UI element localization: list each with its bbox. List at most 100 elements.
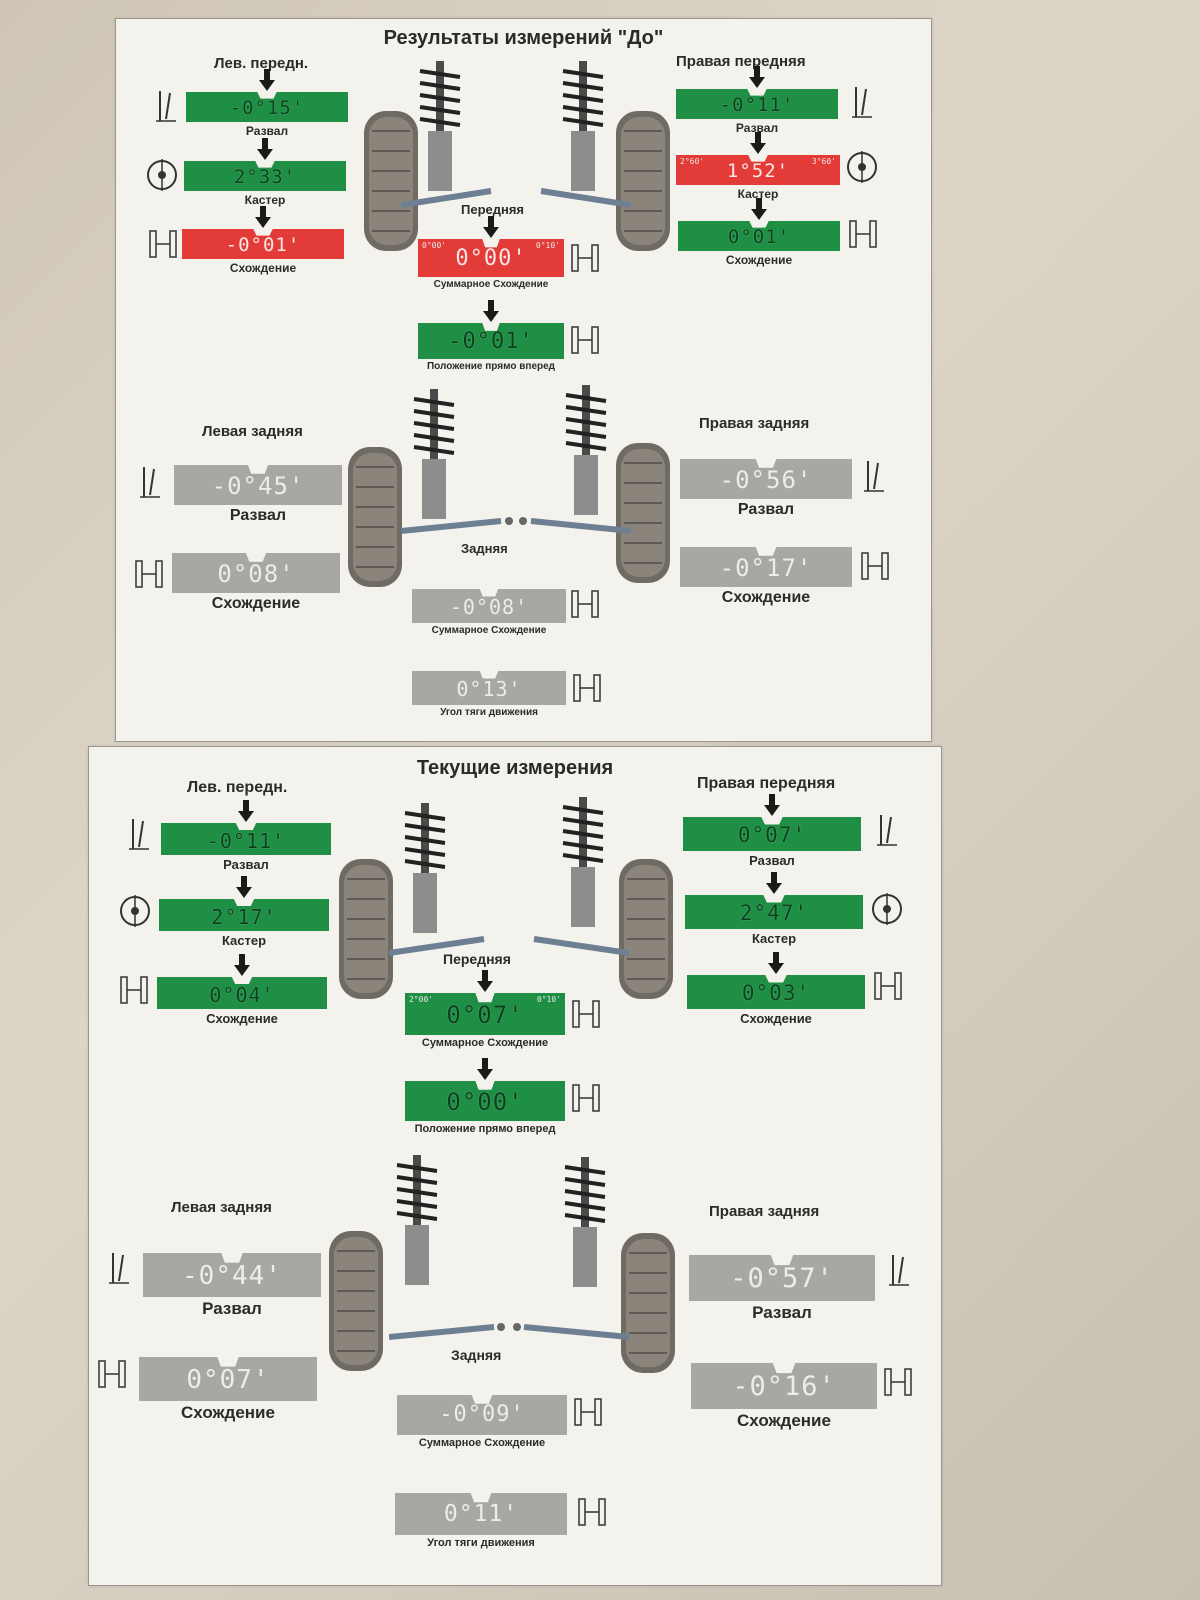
current-fl-toe-gauge: 0°04' Схождение <box>157 954 327 1026</box>
before-front-left-title: Лев. передн. <box>214 55 309 72</box>
toe-icon <box>574 1398 602 1426</box>
before-rr-camber-value: -0°56' <box>719 466 813 495</box>
before-fr-caster-min: 2°60' <box>680 157 705 166</box>
camber-icon <box>862 459 886 493</box>
camber-icon <box>850 85 874 119</box>
current-fr-camber-gauge: 0°07' Развал <box>683 794 861 868</box>
toe-icon <box>98 1360 126 1388</box>
before-front-total-toe-min: 0°00' <box>422 241 447 250</box>
before-rear-total-toe-label: Суммарное Схождение <box>431 625 547 636</box>
current-fl-caster-label: Кастер <box>221 933 267 948</box>
current-fr-toe-label: Схождение <box>740 1011 812 1026</box>
before-fr-caster-label: Кастер <box>737 187 779 201</box>
toe-icon <box>572 1000 600 1028</box>
before-fr-camber-gauge: -0°11' Развал <box>676 66 838 135</box>
before-section-title: Результаты измерений "До" <box>383 27 664 49</box>
current-rear-total-toe-label: Суммарное Схождение <box>418 1437 546 1449</box>
current-fr-caster-label: Кастер <box>751 931 797 946</box>
toe-icon <box>571 244 599 272</box>
before-rr-toe-label: Схождение <box>721 589 811 606</box>
current-rl-camber-value: -0°44' <box>182 1260 282 1291</box>
front-right-spring-icon <box>561 797 605 929</box>
current-fr-caster-value: 2°47' <box>739 901 809 926</box>
current-rear-total-toe-gauge: -0°09' Суммарное Схождение <box>397 1395 567 1449</box>
camber-icon <box>138 465 162 499</box>
camber-icon <box>127 817 151 851</box>
before-front-axle-label: Передняя <box>461 202 525 217</box>
rear-left-spring-icon <box>412 389 456 521</box>
before-rr-toe-gauge: -0°17' Схождение <box>680 547 852 606</box>
before-rl-toe-label: Схождение <box>211 595 301 612</box>
current-rr-toe-gauge: -0°16' Схождение <box>691 1363 877 1430</box>
current-rr-camber-label: Развал <box>752 1303 812 1322</box>
current-fl-toe-label: Схождение <box>206 1011 278 1026</box>
before-fr-camber-label: Развал <box>735 121 779 135</box>
steering-icon <box>571 326 599 354</box>
current-rl-camber-gauge: -0°44' Развал <box>143 1253 321 1318</box>
current-rl-toe-value: 0°07' <box>186 1364 270 1395</box>
before-fr-toe-value: 0°01' <box>727 226 791 249</box>
caster-icon <box>872 893 902 926</box>
current-front-total-toe-value: 0°07' <box>446 1000 524 1029</box>
current-front-right-title: Правая передняя <box>697 775 836 792</box>
camber-icon <box>154 89 178 123</box>
toe-icon <box>861 552 889 580</box>
camber-icon <box>887 1253 911 1287</box>
before-rear-total-toe-gauge: -0°08' Суммарное Схождение <box>412 589 566 636</box>
camber-icon <box>107 1251 131 1285</box>
before-straight-ahead-label: Положение прямо вперед <box>426 361 556 372</box>
before-front-total-toe-max: 0°10' <box>535 241 560 250</box>
rear-axle-icon <box>401 517 631 534</box>
before-rl-toe-value: 0°08' <box>217 560 295 589</box>
front-left-spring-icon <box>403 803 447 935</box>
current-rear-left-title: Левая задняя <box>171 1199 272 1216</box>
toe-icon <box>149 230 177 258</box>
current-thrust-angle-value: 0°11' <box>443 1500 519 1527</box>
before-front-total-toe-label: Суммарное Схождение <box>433 279 549 290</box>
before-results-panel: Результаты измерений "До" Передняя Лев. … <box>115 18 932 742</box>
current-rear-axle-label: Задняя <box>451 1347 502 1363</box>
current-straight-ahead-label: Положение прямо вперед <box>414 1123 556 1135</box>
current-rl-camber-label: Развал <box>202 1299 262 1318</box>
before-rear-left-title: Левая задняя <box>202 423 303 440</box>
rear-axle-icon <box>389 1323 629 1340</box>
before-fl-toe-value: -0°01' <box>225 234 301 257</box>
rear-left-spring-icon <box>395 1155 439 1287</box>
before-fr-caster-max: 3°60' <box>811 157 836 166</box>
before-fl-toe-label: Схождение <box>229 261 297 275</box>
toe-icon <box>135 560 163 588</box>
before-thrust-angle-label: Угол тяги движения <box>440 707 538 718</box>
caster-icon <box>847 151 877 184</box>
before-rl-toe-gauge: 0°08' Схождение <box>172 553 340 612</box>
before-thrust-angle-gauge: 0°13' Угол тяги движения <box>412 671 566 718</box>
before-fr-caster-gauge: 2°60' 3°60' 1°52' Кастер <box>676 132 840 201</box>
before-fl-camber-gauge: -0°15' Развал <box>186 69 348 138</box>
before-rl-camber-gauge: -0°45' Развал <box>174 465 342 524</box>
thrust-icon <box>573 674 601 702</box>
steering-icon <box>572 1084 600 1112</box>
toe-icon <box>874 972 902 1000</box>
current-front-left-title: Лев. передн. <box>187 779 288 796</box>
rear-right-spring-icon <box>564 385 608 517</box>
current-front-total-toe-max: 0°10' <box>536 995 561 1004</box>
current-fl-caster-gauge: 2°17' Кастер <box>159 876 329 948</box>
current-straight-ahead-value: 0°00' <box>446 1088 524 1117</box>
current-rear-right-title: Правая задняя <box>709 1203 820 1220</box>
current-rr-camber-value: -0°57' <box>730 1263 834 1295</box>
before-fl-camber-value: -0°15' <box>229 97 305 120</box>
caster-icon <box>147 159 177 192</box>
before-fl-caster-gauge: 2°33' Кастер <box>184 138 346 207</box>
before-fl-camber-label: Развал <box>245 124 289 138</box>
current-front-total-toe-min: 2°00' <box>409 995 434 1004</box>
current-rear-total-toe-value: -0°09' <box>439 1402 525 1428</box>
current-fl-camber-label: Развал <box>223 857 269 872</box>
toe-icon <box>849 220 877 248</box>
toe-icon <box>884 1368 912 1396</box>
current-fl-caster-value: 2°17' <box>211 904 277 929</box>
current-fl-camber-gauge: -0°11' Развал <box>161 800 331 872</box>
before-rr-camber-gauge: -0°56' Развал <box>680 459 852 518</box>
before-rear-axle-label: Задняя <box>461 541 508 556</box>
current-front-axle-label: Передняя <box>443 951 511 967</box>
current-front-total-toe-gauge: 2°00' 0°10' 0°07' Суммарное Схождение <box>405 970 565 1049</box>
current-rl-toe-gauge: 0°07' Схождение <box>139 1357 317 1422</box>
